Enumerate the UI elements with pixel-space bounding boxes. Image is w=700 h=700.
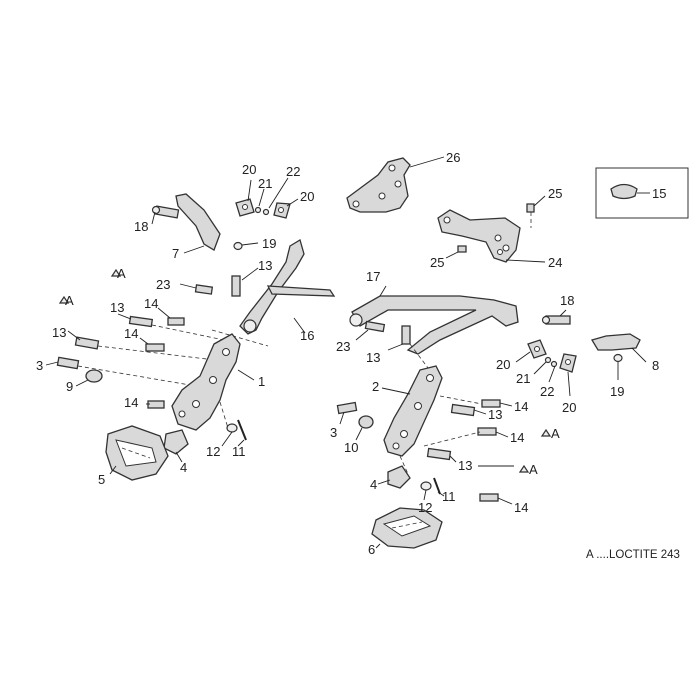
callout-12: 12 — [418, 500, 432, 515]
callout-13: 13 — [258, 258, 272, 273]
callout-22: 22 — [286, 164, 300, 179]
callout-22: 22 — [540, 384, 554, 399]
callout-1: 1 — [258, 374, 265, 389]
callout-5: 5 — [98, 472, 105, 487]
callout-4: 4 — [180, 460, 187, 475]
callout-25: 25 — [548, 186, 562, 201]
part-24-bracket — [437, 195, 546, 263]
callout-9: 9 — [66, 379, 73, 394]
callout-20: 20 — [496, 357, 510, 372]
callout-13: 13 — [52, 325, 66, 340]
callout-21: 21 — [258, 176, 272, 191]
part-26-bracket — [346, 156, 445, 213]
right-bolts-13-14 — [423, 395, 552, 505]
callout-A: A — [65, 293, 74, 308]
callout-23: 23 — [156, 277, 170, 292]
callout-17: 17 — [366, 269, 380, 284]
callout-14: 14 — [510, 430, 524, 445]
callout-19: 19 — [610, 384, 624, 399]
part-17-rear-frame-right — [349, 285, 519, 369]
part-7-lever — [151, 193, 259, 254]
part-4-plate-right — [377, 465, 445, 501]
callout-13: 13 — [458, 458, 472, 473]
callout-A: A — [551, 426, 560, 441]
callout-19: 19 — [262, 236, 276, 251]
callout-15: 15 — [652, 186, 666, 201]
callout-10: 10 — [344, 440, 358, 455]
part-6-footpeg-right — [371, 507, 443, 549]
callout-3: 3 — [330, 425, 337, 440]
plates-20-21-22-right — [515, 339, 577, 397]
callout-labels: 26 15 25 25 24 20 21 22 20 18 7 19 13 A … — [36, 150, 680, 561]
callout-14: 14 — [124, 395, 138, 410]
plates-20-21-22-left — [235, 177, 299, 219]
callout-24: 24 — [548, 255, 562, 270]
callout-11: 11 — [442, 489, 456, 504]
callout-7: 7 — [172, 246, 179, 261]
callout-14: 14 — [144, 296, 158, 311]
left-bolts-13-14 — [45, 268, 225, 409]
callout-16: 16 — [300, 328, 314, 343]
inset-box-15 — [595, 167, 689, 219]
callout-20: 20 — [242, 162, 256, 177]
callout-13: 13 — [110, 300, 124, 315]
part-4-plate-left — [163, 419, 247, 463]
part-1-bracket-left — [171, 333, 255, 431]
part-5-footpeg-left — [105, 425, 169, 481]
callout-14: 14 — [514, 399, 528, 414]
callout-13: 13 — [366, 350, 380, 365]
callout-20: 20 — [562, 400, 576, 415]
callout-A: A — [117, 266, 126, 281]
callout-3: 3 — [36, 358, 43, 373]
callout-4: 4 — [370, 477, 377, 492]
callout-14: 14 — [124, 326, 138, 341]
callout-14: 14 — [514, 500, 528, 515]
callout-8: 8 — [652, 358, 659, 373]
callout-26: 26 — [446, 150, 460, 165]
part-2-bracket-right — [381, 365, 443, 475]
loctite-note: A ....LOCTITE 243 — [586, 549, 680, 561]
callout-18: 18 — [560, 293, 574, 308]
callout-20: 20 — [300, 189, 314, 204]
callout-12: 12 — [206, 444, 220, 459]
callout-18: 18 — [134, 219, 148, 234]
callout-21: 21 — [516, 371, 530, 386]
callout-6: 6 — [368, 542, 375, 557]
callout-13: 13 — [488, 407, 502, 422]
callout-25: 25 — [430, 255, 444, 270]
callout-A: A — [529, 462, 538, 477]
right-bolt-3-spring-10 — [336, 401, 374, 441]
part-16-rear-frame-left — [179, 239, 336, 347]
callout-11: 11 — [232, 444, 246, 459]
callout-2: 2 — [372, 379, 379, 394]
part-8-lever-right — [541, 309, 647, 380]
callout-23: 23 — [336, 339, 350, 354]
